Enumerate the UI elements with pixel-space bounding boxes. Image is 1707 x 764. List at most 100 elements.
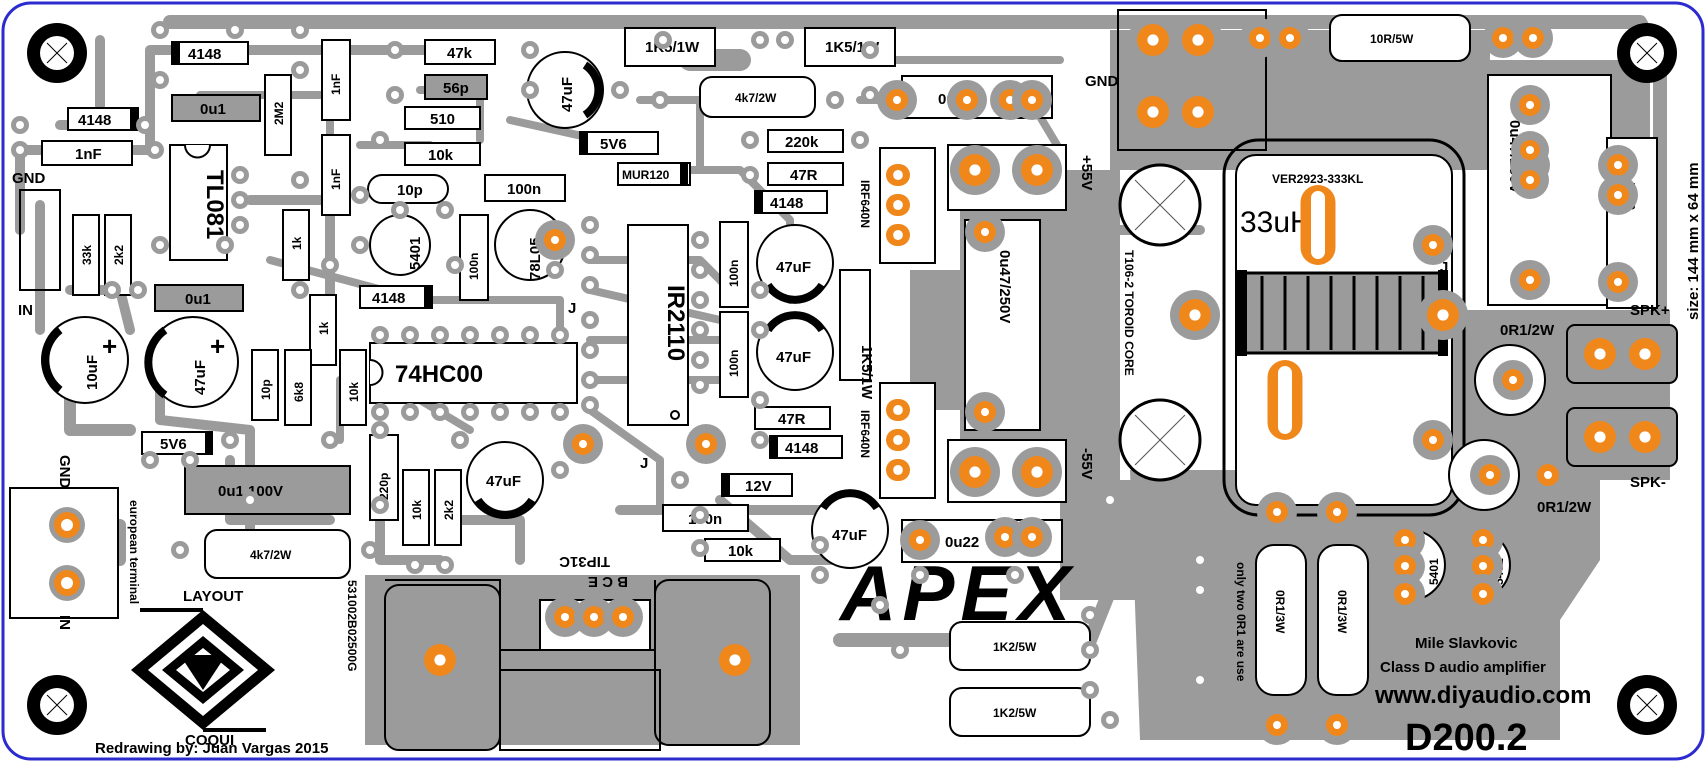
res-220k-label: 220k [785,134,819,151]
cap-220p-label: 220p [377,473,391,500]
res-0r1-3w-a: 0R1/3W [1255,544,1307,696]
pad [521,403,539,421]
res-0r1-b-label: 0R1/2W [1537,499,1592,516]
pad [216,236,234,254]
pad [581,341,599,359]
only-two-note: only two 0R1 are use [1234,562,1248,682]
pad [710,635,760,685]
spk-plus-label: SPK+ [1630,302,1670,319]
pad [826,91,844,109]
pad [776,31,794,49]
pad [1493,360,1533,400]
cap-100n-a-label: 100n [507,181,541,198]
pad [581,216,599,234]
res-2m2-label: 2M2 [272,101,286,125]
pad [181,451,199,469]
inductor-value-label: 33uH [1240,206,1312,239]
cap-10p-b: 10p [251,349,279,421]
ic-74hc00-label: 74HC00 [395,361,483,388]
res-1k5-c: 1K5/1W [839,269,875,400]
pad [1317,705,1357,745]
pad [1012,447,1062,497]
pad [535,220,575,260]
cap-47uf-b-label: 47uF [192,360,209,395]
pad [1483,18,1523,58]
diode-4148-d: 4148 [359,285,433,309]
cap-0u1-b-label: 0u1 [185,291,211,308]
pad [1575,329,1625,379]
pad [1528,455,1568,495]
pad [581,246,599,264]
in-label: IN [18,302,33,319]
cap-47uf-c: 47uF [466,441,544,519]
res-0r1-a-label: 0R1/2W [1500,322,1555,339]
input-terminal: GND IN european terminal [9,455,141,630]
pad [950,145,1000,195]
pad [151,236,169,254]
res-47r-a: 47R [767,162,844,186]
coqui-logo: LAYOUT COQUI [131,588,275,749]
res-4k7-a-label: 4k7/2W [735,91,777,105]
cap-0u22-b-label: 0u22 [945,534,979,551]
res-4k7-b-label: 4k7/2W [250,548,292,562]
pad [1081,606,1099,624]
pad [811,566,829,584]
pad [291,21,309,39]
pad [361,541,379,559]
pad [551,461,569,479]
res-4k7-b: 4k7/2W [204,529,351,579]
pad [751,391,769,409]
res-10r-label: 10R/5W [1370,32,1414,46]
pad [351,236,369,254]
res-1k-b: 1k [309,294,337,366]
inductor-part-label: VER2923-333KL [1272,172,1363,186]
zener-12v-label: 12V [745,478,772,495]
pad [11,141,29,159]
cap-47uf-e: 47uF [756,311,834,391]
cap-100n-c: 100n [719,221,749,308]
pad [751,31,769,49]
jumper-c-label: J [1440,259,1448,276]
pad [386,41,404,59]
mounting-hole-tl [27,23,87,83]
pad [651,91,669,109]
pad [291,61,309,79]
gnd-power-terminal: GND [1085,9,1267,151]
pad [446,256,464,274]
logo-bottom-label: COQUI [185,732,234,749]
pad [1101,491,1119,509]
diode-4148-b: 4148 [67,107,139,131]
res-47k-label: 47k [447,45,473,62]
mosfet-a-label: IRF640N [858,180,872,228]
pad [1101,711,1119,729]
pad [451,431,469,449]
tip31c-label: TIP31C [559,553,610,570]
cap-10uf-plus: + [102,331,117,361]
ic-ir2110: IR2110 [627,224,689,426]
ic-tl081-label: TL081 [201,170,228,239]
pad [1317,492,1357,532]
pad [241,491,259,509]
pad [371,131,389,149]
pad [401,326,419,344]
pad [151,71,169,89]
res-1k-a-label: 1k [290,236,304,250]
zener-12v: 12V [721,473,793,497]
res-10k-a: 10k [404,142,481,166]
logo-top-label: LAYOUT [183,588,243,605]
pad-oval [886,224,910,246]
pad [691,539,709,557]
pad [950,447,1000,497]
pad [1463,574,1503,614]
cap-1nf-a: 1nF [41,140,133,166]
pad [691,231,709,249]
description-label: Class D audio amplifier [1380,659,1546,676]
pad-oval [1300,185,1336,265]
pad [611,81,629,99]
diode-4148-a-label: 4148 [188,46,221,63]
res-0r1-3w-b: 0R1/3W [1317,544,1369,696]
pad [1128,15,1178,65]
pad [1511,161,1549,199]
pad [877,80,917,120]
cap-47uf-e-label: 47uF [776,349,811,366]
